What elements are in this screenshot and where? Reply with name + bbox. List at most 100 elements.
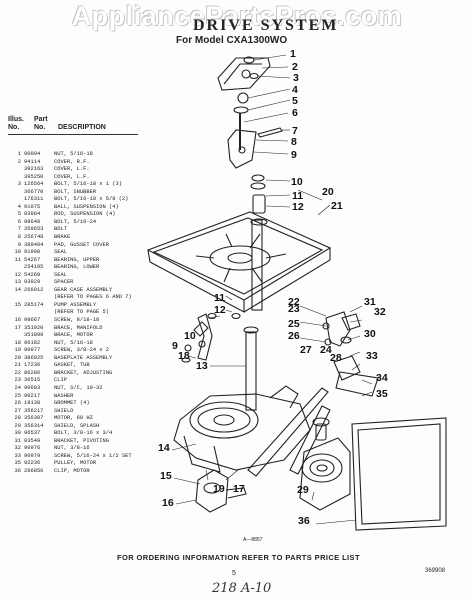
callout-30: 30 [364, 328, 376, 340]
header-illus: Illus. [8, 116, 24, 123]
illus-number: 23 [14, 377, 21, 384]
part-description: SHIELD [54, 407, 74, 414]
callout-4: 4 [292, 84, 298, 96]
part-description: BOLT [54, 226, 67, 233]
callout-18: 18 [178, 350, 190, 362]
callout-11: 11 [292, 190, 304, 202]
part-number: 389404 [24, 241, 44, 248]
part-number: 90603 [24, 384, 41, 391]
callout-29: 29 [297, 484, 309, 496]
part-description: BEARING, UPPER [54, 256, 100, 263]
part-description: NUT, 3/8-16 [54, 445, 90, 452]
illus-number: 11 [14, 256, 21, 263]
callout-8: 8 [291, 136, 297, 148]
illus-number: 28 [14, 415, 21, 422]
part-number: 395250 [24, 173, 44, 180]
callout-28: 28 [330, 352, 342, 364]
illus-number: 26 [14, 400, 21, 407]
part-number: 285174 [24, 301, 44, 308]
part-number: 91908 [24, 249, 41, 256]
illus-number: 33 [14, 452, 21, 459]
part-number: 392163 [24, 166, 44, 173]
callout-6: 6 [292, 107, 298, 119]
part-description: BASEPLATE ASSEMBLY [54, 354, 113, 361]
callout-26: 26 [288, 330, 300, 342]
part-number: 176311 [24, 196, 44, 203]
illus-number: 9 [17, 241, 21, 248]
part-description: PUMP ASSEMBLY [54, 301, 97, 308]
callout-31: 31 [364, 296, 376, 308]
part-number: 351920 [24, 324, 44, 331]
illus-number: 17 [14, 324, 21, 331]
part-number: 90217 [24, 392, 41, 399]
part-description: SCREW, 3/8-24 x 2 [54, 347, 109, 354]
callout-2: 2 [292, 61, 298, 73]
illus-number: 4 [17, 203, 21, 210]
part-description: GEAR CASE ASSEMBLY [54, 286, 113, 293]
illus-number: 22 [14, 369, 21, 376]
brake-part [227, 129, 257, 169]
illus-number: 6 [17, 218, 21, 225]
part-description: BRAKE [54, 234, 71, 241]
part-description: SEAL [54, 249, 67, 256]
callout-1: 1 [290, 48, 296, 60]
callout-36: 36 [298, 515, 310, 527]
page-title: DRIVE SYSTEM [193, 17, 339, 34]
part-number: 93549 [24, 437, 41, 444]
callout-33: 33 [366, 350, 378, 362]
handwritten-note: 218 A-10 [212, 581, 272, 596]
part-number: 254195 [24, 264, 44, 271]
illus-number: 20 [14, 354, 21, 361]
illus-number: 12 [14, 271, 21, 278]
part-description: BRACE, MOTOR [54, 332, 93, 339]
part-number: 83964 [24, 211, 41, 218]
baseplate-part [146, 211, 332, 301]
part-number: 386925 [24, 354, 44, 361]
callout-3: 3 [293, 72, 299, 84]
part-number: 286856 [24, 467, 44, 474]
callout-10-lower: 10 [184, 330, 196, 342]
part-description: BOLT, 5/16-18 x 5/8 (2) [54, 196, 129, 203]
part-description: CLIP [54, 377, 67, 384]
header-part-no: No. [34, 124, 46, 131]
part-description: BOLT, 3/8-16 x 3/4 [54, 430, 113, 437]
callout-10: 10 [291, 176, 303, 188]
header-part: Part [34, 116, 48, 123]
part-description: NUT, 5/16-18 [54, 339, 93, 346]
illus-number: 14 [14, 286, 21, 293]
part-description: SCREW, 8/18-18 [54, 317, 100, 324]
part-number: 91075 [24, 203, 41, 210]
callout-20: 20 [322, 186, 334, 198]
callout-15: 15 [160, 470, 172, 482]
part-description: BRACKET, ADJUSTING [54, 369, 113, 376]
illus-number: 24 [14, 384, 21, 391]
callout-27: 27 [300, 344, 312, 356]
illus-number: 13 [14, 279, 21, 286]
part-number: 356314 [24, 422, 44, 429]
callout-7: 7 [292, 125, 298, 137]
page-number: 5 [232, 570, 236, 577]
illus-number: 21 [14, 362, 21, 369]
part-number: 93029 [24, 279, 41, 286]
part-description: MOTOR, 60 HZ [54, 415, 93, 422]
part-description: PAD, GUSSET COVER [54, 241, 109, 248]
illus-number: 5 [17, 211, 21, 218]
document-number: 369908 [425, 568, 446, 574]
model-subtitle: For Model CXA1300WO [176, 35, 288, 46]
